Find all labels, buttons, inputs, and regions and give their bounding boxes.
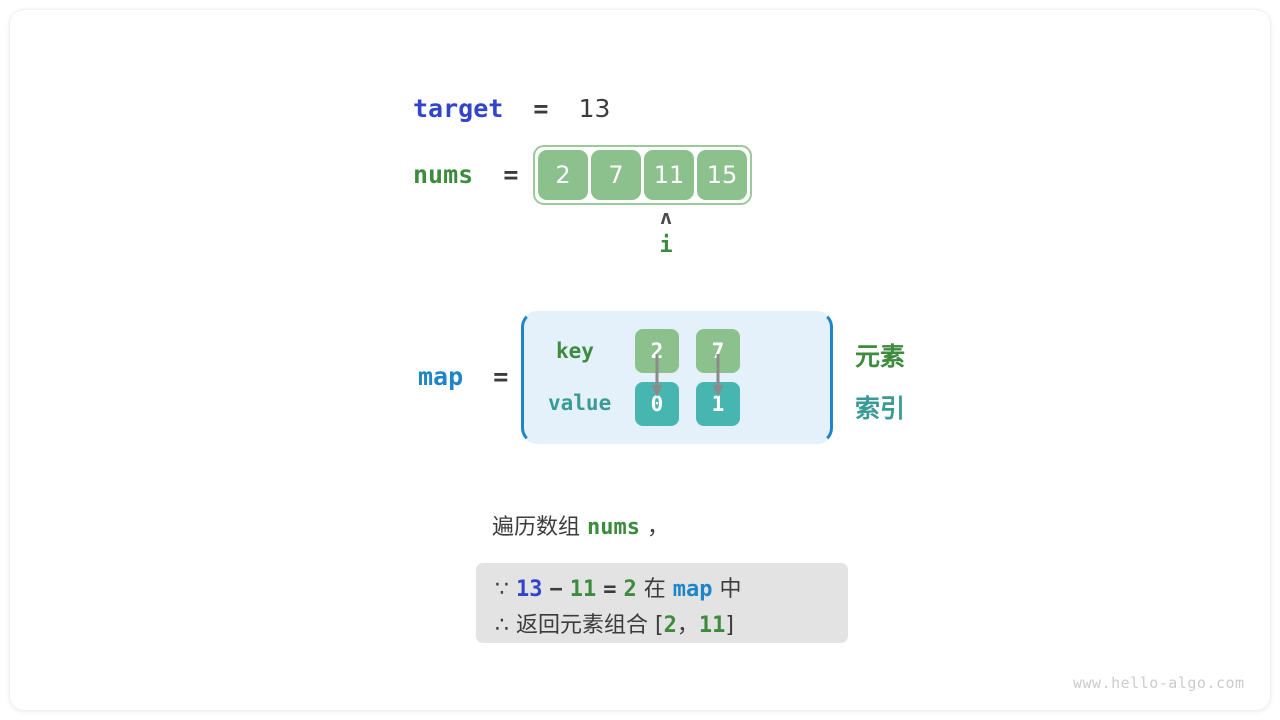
note-pair-b: 11 bbox=[698, 613, 726, 638]
target-equals-sign: = bbox=[533, 94, 549, 123]
caption-suffix: ， bbox=[639, 515, 669, 540]
legend-element-label: 元素 bbox=[855, 342, 906, 371]
index-pointer: ʌ i bbox=[641, 205, 691, 261]
watermark: www.hello-algo.com bbox=[1073, 674, 1245, 692]
key-to-value-arrow-icon bbox=[712, 354, 724, 397]
note-pair-close: ] bbox=[725, 613, 734, 638]
nums-equals-sign: = bbox=[503, 160, 519, 189]
note-map-ref: map bbox=[672, 577, 713, 602]
note-in-text: 在 bbox=[643, 577, 666, 602]
note-content: ∵ 13 − 11 = 2 在 map 中 ∴ 返回元素组合 [2，11] bbox=[476, 563, 848, 643]
note-pair-a: 2 bbox=[663, 613, 677, 638]
map-equals-sign: = bbox=[493, 362, 509, 391]
note-tail-text: 中 bbox=[719, 577, 742, 602]
target-value: 13 bbox=[578, 94, 611, 123]
map-variable-name: map bbox=[418, 362, 464, 391]
note-pair-comma: ， bbox=[676, 613, 699, 638]
map-value-cell: 0 bbox=[635, 382, 679, 426]
nums-array-container: 2 7 11 15 bbox=[533, 145, 752, 205]
note-operand-b: 11 bbox=[569, 577, 597, 602]
nums-variable-name: nums bbox=[413, 160, 474, 189]
array-cell: 2 bbox=[538, 150, 588, 200]
map-key-row-label: key bbox=[556, 339, 594, 363]
nums-label: nums = bbox=[413, 158, 518, 192]
caret-up-icon: ʌ bbox=[659, 205, 673, 229]
target-variable-name: target bbox=[413, 94, 504, 123]
array-cell: 11 bbox=[644, 150, 694, 200]
caption-variable: nums bbox=[587, 515, 640, 540]
array-cell: 7 bbox=[591, 150, 641, 200]
note-equals-sign: = bbox=[603, 577, 617, 602]
note-return-text: 返回元素组合 [ bbox=[516, 613, 664, 638]
therefore-symbol: ∴ bbox=[495, 613, 509, 638]
array-cell: 15 bbox=[697, 150, 747, 200]
target-row: target = 13 bbox=[413, 92, 610, 126]
because-symbol: ∵ bbox=[495, 577, 509, 602]
note-minus-sign: − bbox=[549, 577, 563, 602]
caption-prefix: 遍历数组 bbox=[492, 515, 587, 540]
caption-text: 遍历数组 nums ， bbox=[492, 512, 669, 544]
map-rows: key value 2 7 0 1 bbox=[521, 311, 833, 444]
note-box bbox=[476, 563, 848, 643]
map-label: map = bbox=[418, 360, 508, 394]
note-result: 2 bbox=[623, 577, 637, 602]
note-operand-a: 13 bbox=[516, 577, 543, 602]
pointer-label: i bbox=[659, 233, 673, 258]
map-value-row-label: value bbox=[548, 391, 612, 415]
key-to-value-arrow-icon bbox=[651, 354, 663, 397]
legend-index-label: 索引 bbox=[855, 394, 906, 423]
